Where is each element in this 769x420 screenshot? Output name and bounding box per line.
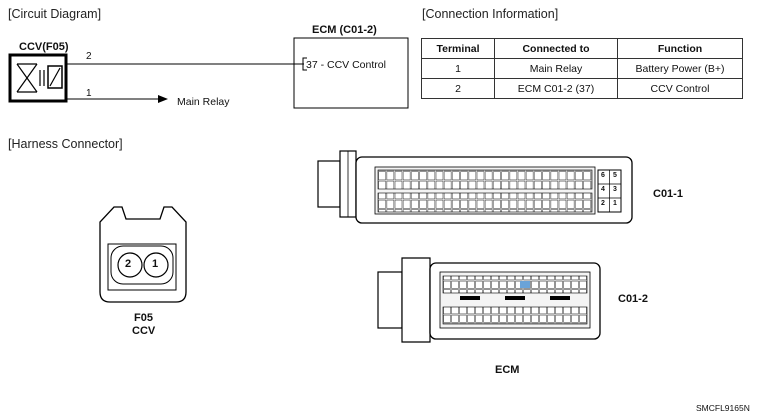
pin-2-label: 2 xyxy=(86,51,92,62)
circuit-diagram-heading: [Circuit Diagram] xyxy=(8,7,102,21)
ecm-title: ECM (C01-2) xyxy=(312,24,377,36)
header-function: Function xyxy=(617,38,743,59)
ecm-pin-bracket xyxy=(302,57,307,71)
ccv-connector-code: F05 xyxy=(134,312,153,324)
ccv-pin-2: 2 xyxy=(125,258,132,270)
function-cell: Battery Power (B+) xyxy=(617,58,743,79)
terminal-cell: 1 xyxy=(421,58,495,79)
c01-1-connector xyxy=(317,150,633,224)
c01-1-small-pin-5: 5 xyxy=(613,172,617,179)
c01-1-label: C01-1 xyxy=(653,188,683,200)
ecm-box xyxy=(293,37,409,109)
harness-connector-heading: [Harness Connector] xyxy=(8,137,123,151)
main-relay-destination: Main Relay xyxy=(177,96,230,108)
table-row: 2 ECM C01-2 (37) CCV Control xyxy=(421,78,743,99)
ccv-connector-name: CCV xyxy=(132,325,156,337)
connection-info-heading: [Connection Information] xyxy=(422,7,559,21)
connected-to-cell: ECM C01-2 (37) xyxy=(494,78,618,99)
table-header-row: Terminal Connected to Function xyxy=(421,38,743,59)
c01-1-small-pin-1: 1 xyxy=(613,200,617,207)
terminal-cell: 2 xyxy=(421,78,495,99)
c01-1-small-pin-4: 4 xyxy=(601,186,605,193)
ecm-pin-label: 37 - CCV Control xyxy=(306,59,386,71)
ecm-label: ECM xyxy=(495,364,520,376)
connection-table: Terminal Connected to Function 1 Main Re… xyxy=(421,38,743,99)
table-row: 1 Main Relay Battery Power (B+) xyxy=(421,58,743,79)
c01-2-connector xyxy=(377,257,601,343)
arrow-to-main-relay xyxy=(158,95,168,103)
ccv-connector xyxy=(99,206,187,303)
ccv-valve-symbol xyxy=(8,53,68,103)
header-terminal: Terminal xyxy=(421,38,495,59)
header-connected-to: Connected to xyxy=(494,38,618,59)
c01-1-small-pin-2: 2 xyxy=(601,200,605,207)
figure-code: SMCFL9165N xyxy=(696,403,750,413)
connected-to-cell: Main Relay xyxy=(494,58,618,79)
ccv-component-label: CCV(F05) xyxy=(19,41,69,53)
c01-2-label: C01-2 xyxy=(618,293,648,305)
function-cell: CCV Control xyxy=(617,78,743,99)
pin-1-label: 1 xyxy=(86,88,92,99)
ccv-pin-1: 1 xyxy=(152,258,159,270)
c01-1-small-pin-6: 6 xyxy=(601,172,605,179)
c01-1-small-pin-3: 3 xyxy=(613,186,617,193)
